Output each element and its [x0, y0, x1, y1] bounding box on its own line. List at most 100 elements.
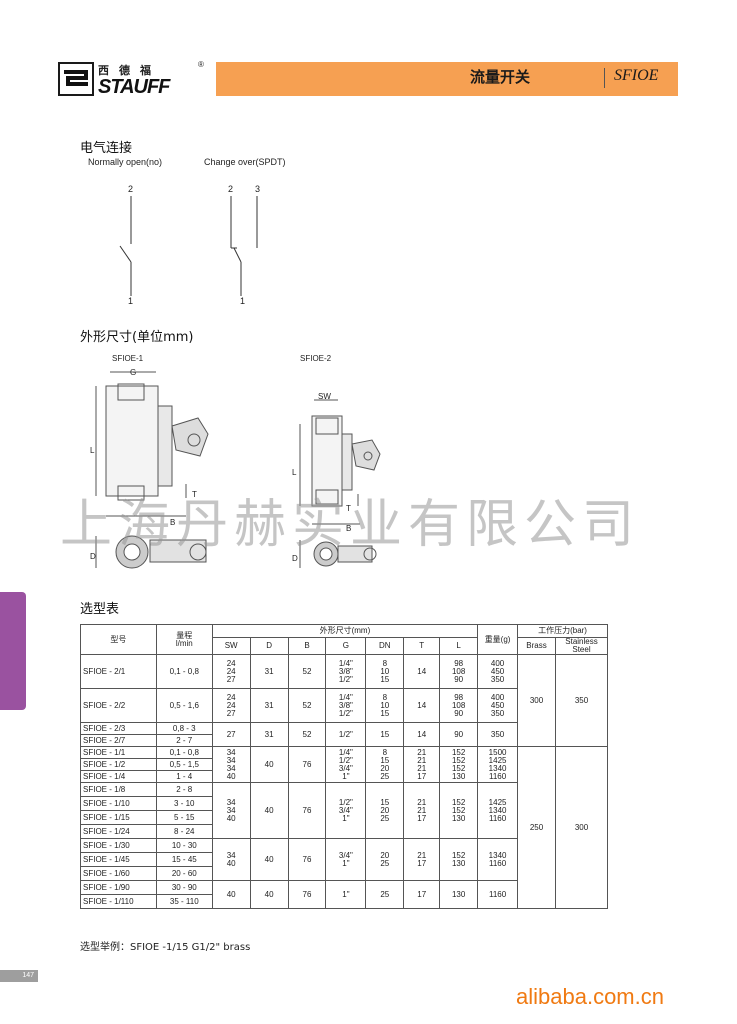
cell-range: 20 - 60 — [155, 866, 213, 881]
cell-sw: 24 24 27 — [211, 688, 251, 723]
electrical-heading: 电气连接 — [80, 141, 133, 156]
cell-dn: 15 20 25 — [365, 782, 405, 839]
cell-weight: 350 — [477, 722, 519, 747]
cell-l: 152 130 — [439, 838, 479, 881]
cell-dn: 8 15 20 25 — [365, 746, 405, 783]
cell-range: 2 - 7 — [155, 734, 213, 747]
normally-open-label: Normally open(no) — [88, 157, 163, 167]
cell-model: SFIOE - 2/7 — [80, 734, 157, 747]
sfioe-2-label: SFIOE-2 — [300, 354, 332, 363]
dim-t-1: T — [192, 490, 197, 499]
dim-l-2: L — [292, 468, 297, 477]
dim-b-2: B — [346, 524, 352, 533]
cell-d: 40 — [249, 746, 289, 783]
cell-range: 2 - 8 — [155, 782, 213, 797]
cell-weight: 400 450 350 — [477, 688, 519, 723]
cell-dn: 20 25 — [365, 838, 405, 881]
cell-sw: 34 40 — [211, 838, 251, 881]
switch-diagrams — [119, 196, 258, 296]
page-number: 147 — [0, 970, 38, 982]
cell-d: 31 — [249, 654, 289, 689]
logo-brand-text: STAUFF — [98, 76, 170, 98]
spdt-terminal-3: 3 — [255, 184, 261, 194]
table-row: SFIOE - 2/3 0,8 - 3 27 31 52 1/2" 15 14 … — [80, 722, 608, 747]
header-dn: DN — [365, 637, 405, 655]
table-row: SFIOE - 2/2 0,5 - 1,6 24 24 27 31 52 1/4… — [80, 688, 608, 723]
logo-chinese-text: 西德福 — [98, 64, 161, 77]
dimensions-heading: 外形尺寸(单位mm) — [80, 330, 194, 345]
selection-example: 选型举例：SFIOE -1/15 G1/2" brass — [80, 942, 251, 953]
registered-mark: ® — [198, 60, 204, 69]
cell-g: 1" — [325, 880, 367, 909]
cell-b: 52 — [287, 654, 327, 689]
table-row: SFIOE - 1/15 5 - 15 — [80, 810, 608, 825]
table-row: SFIOE - 1/45 15 - 45 — [80, 852, 608, 867]
cell-model: SFIOE - 1/2 — [80, 758, 157, 771]
cell-b: 52 — [287, 722, 327, 747]
cell-range: 8 - 24 — [155, 824, 213, 839]
no-terminal-2: 2 — [128, 184, 134, 194]
header-sw: SW — [211, 637, 251, 655]
cell-range: 1 - 4 — [155, 770, 213, 783]
dim-g-1: G — [130, 368, 137, 377]
cell-range: 15 - 45 — [155, 852, 213, 867]
header-pressure: 工作压力(bar) — [517, 624, 608, 638]
company-watermark: 上海丹赫实业有限公司 — [60, 495, 641, 555]
header-stainless: Stainless Steel — [555, 637, 608, 655]
cell-d: 31 — [249, 688, 289, 723]
cell-model: SFIOE - 1/15 — [80, 810, 157, 825]
cell-range: 0,8 - 3 — [155, 722, 213, 735]
cell-b: 76 — [287, 838, 327, 881]
cell-model: SFIOE - 1/24 — [80, 824, 157, 839]
cell-t: 17 — [403, 880, 441, 909]
cell-b: 76 — [287, 880, 327, 909]
cell-weight: 1500 1425 1340 1160 — [477, 746, 519, 783]
cell-t: 14 — [403, 722, 441, 747]
product-model: SFIOE — [614, 67, 659, 84]
logo-emblem — [58, 62, 94, 96]
cell-dn: 25 — [365, 880, 405, 909]
cell-b: 76 — [287, 782, 327, 839]
cell-dn: 8 10 15 — [365, 688, 405, 723]
table-heading: 选型表 — [80, 602, 120, 617]
cell-l: 130 — [439, 880, 479, 909]
header-weight: 重量(g) — [477, 624, 519, 655]
cell-d: 40 — [249, 782, 289, 839]
cell-t: 14 — [403, 654, 441, 689]
cell-weight: 1160 — [477, 880, 519, 909]
cell-model: SFIOE - 1/8 — [80, 782, 157, 797]
cell-g: 1/2" — [325, 722, 367, 747]
cell-sw: 34 34 34 40 — [211, 746, 251, 783]
cell-model: SFIOE - 2/2 — [80, 688, 157, 723]
cell-sw: 34 34 40 — [211, 782, 251, 839]
site-watermark: alibaba.com.cn — [516, 984, 664, 1009]
cell-brass: 300 — [517, 654, 556, 747]
header-divider — [604, 68, 605, 88]
change-over-label: Change over(SPDT) — [204, 157, 286, 167]
dim-l-1: L — [90, 446, 95, 455]
cell-t: 14 — [403, 688, 441, 723]
cell-model: SFIOE - 1/30 — [80, 838, 157, 853]
header-b: B — [287, 637, 327, 655]
header-model: 型号 — [80, 624, 157, 655]
table-row: SFIOE - 1/110 35 - 110 — [80, 894, 608, 909]
cell-range: 0,1 - 0,8 — [155, 654, 213, 689]
table-row: SFIOE - 1/90 30 - 90 40 40 76 1" 25 17 1… — [80, 880, 608, 909]
cell-g: 1/4" 3/8" 1/2" — [325, 654, 367, 689]
dim-sw-2: SW — [318, 392, 331, 401]
cell-range: 30 - 90 — [155, 880, 213, 895]
dim-d-1: D — [90, 552, 96, 561]
header-dimensions: 外形尺寸(mm) — [211, 624, 479, 638]
page-title: 流量开关 — [470, 68, 531, 86]
cell-model: SFIOE - 1/45 — [80, 852, 157, 867]
stauff-logo: 西德福 STAUFF ® — [58, 60, 210, 98]
cell-l: 98 108 90 — [439, 654, 479, 689]
cell-b: 76 — [287, 746, 327, 783]
cell-model: SFIOE - 1/110 — [80, 894, 157, 909]
header-l: L — [439, 637, 479, 655]
cell-weight: 400 450 350 — [477, 654, 519, 689]
cell-g: 1/2" 3/4" 1" — [325, 782, 367, 839]
cell-l: 98 108 90 — [439, 688, 479, 723]
cell-l: 152 152 130 — [439, 782, 479, 839]
